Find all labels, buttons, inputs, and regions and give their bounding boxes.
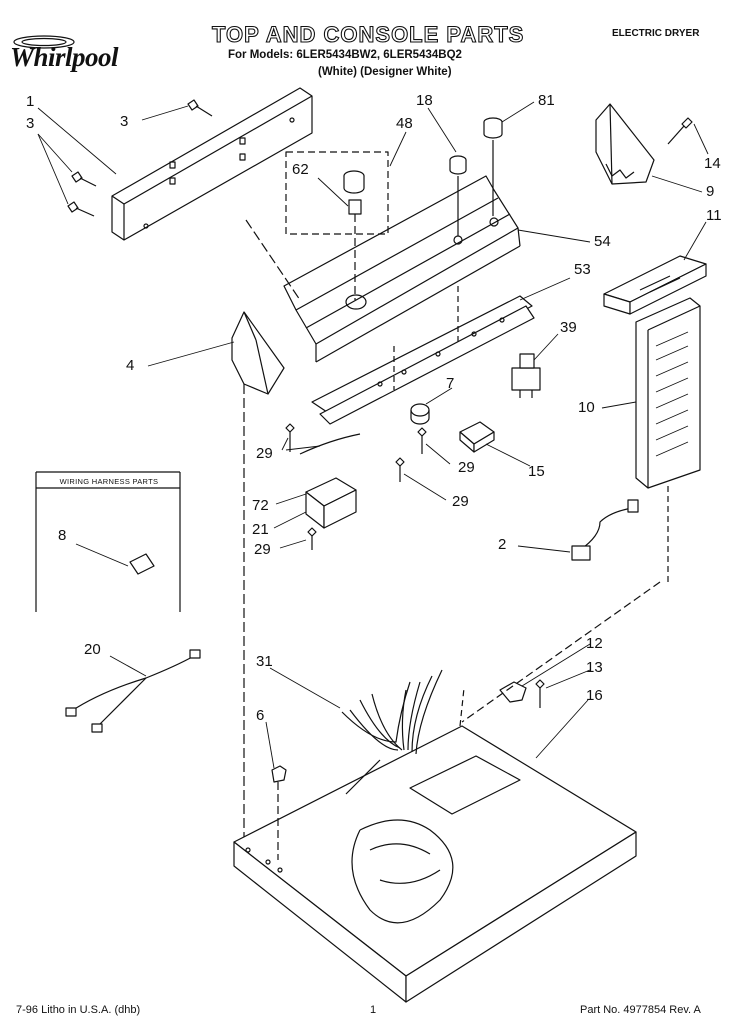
footer-printing: 7-96 Litho in U.S.A. (dhb) [16, 1004, 141, 1016]
callout-leader-lines [37, 101, 709, 769]
callout-53: 53 [574, 261, 591, 278]
callout-9: 9 [706, 183, 715, 200]
end-cap-part-9 [595, 103, 655, 185]
callout-1: 1 [26, 93, 35, 110]
screw-part-29 [285, 423, 427, 550]
callout-62: 62 [292, 161, 309, 178]
callout-48: 48 [396, 115, 413, 132]
harness-part-20 [65, 649, 201, 733]
callout-3: 3 [26, 115, 35, 132]
callout-4: 4 [126, 357, 135, 374]
callout-54: 54 [594, 233, 611, 250]
document-type: ELECTRIC DRYER [612, 28, 700, 39]
footer-page-number: 1 [370, 1004, 377, 1016]
end-cap-part-4 [231, 311, 285, 860]
inset-title: WIRING HARNESS PARTS [59, 477, 159, 486]
callout-13: 13 [586, 659, 603, 676]
lint-screen-part-11 [603, 255, 707, 315]
callout-72: 72 [252, 497, 269, 514]
callout-20: 20 [84, 641, 101, 658]
switch-part-7 [410, 403, 430, 425]
callout-12: 12 [586, 635, 603, 652]
screw-part-14 [667, 117, 693, 145]
callout-29d: 29 [254, 541, 271, 558]
callout-29b: 29 [458, 459, 475, 476]
wiring-harness-inset [35, 471, 181, 612]
callout-2: 2 [498, 536, 507, 553]
buzzer-part-15 [459, 421, 495, 453]
seal-group-box-48 [285, 151, 389, 235]
callout-16: 16 [586, 687, 603, 704]
model-numbers: For Models: 6LER5434BW2, 6LER5434BQ2 [228, 49, 462, 61]
rear-bracket-part-1 [111, 87, 313, 241]
control-rail-part-53 [311, 286, 535, 425]
callout-81: 81 [538, 92, 555, 109]
screw-part-3 [67, 99, 213, 217]
callout-3b: 3 [120, 113, 129, 130]
lint-housing-part-10 [635, 297, 701, 582]
wire-harness-part-31 [341, 669, 454, 924]
callout-6: 6 [256, 707, 265, 724]
clip-part-12 [499, 681, 527, 703]
clip-part-6 [271, 765, 287, 860]
console-panel-part-54 [283, 175, 521, 363]
callout-21: 21 [252, 521, 269, 538]
screw-part-13 [535, 679, 545, 708]
callout-8: 8 [58, 527, 67, 544]
color-variants: (White) (Designer White) [318, 66, 452, 78]
callout-29c: 29 [452, 493, 469, 510]
top-panel-part-16 [233, 687, 637, 1003]
callout-11: 11 [706, 207, 722, 224]
switch-part-39 [511, 353, 541, 398]
knob-part-81 [483, 117, 503, 216]
seal-part-62 [343, 170, 365, 300]
footer-part-number: Part No. 4977854 Rev. A [580, 1004, 701, 1016]
timer-part-21 [299, 433, 361, 529]
callout-14: 14 [704, 155, 721, 172]
callout-39: 39 [560, 319, 577, 336]
page-title: TOP AND CONSOLE PARTS [211, 21, 525, 47]
callout-18: 18 [416, 92, 433, 109]
callout-29a: 29 [256, 445, 273, 462]
harness-part-2 [571, 499, 639, 561]
callout-7: 7 [446, 375, 455, 392]
callout-10: 10 [578, 399, 595, 416]
callout-15: 15 [528, 463, 545, 480]
knob-part-18 [449, 155, 467, 236]
logo-swoosh-icon [13, 35, 75, 49]
callout-31: 31 [256, 653, 273, 670]
